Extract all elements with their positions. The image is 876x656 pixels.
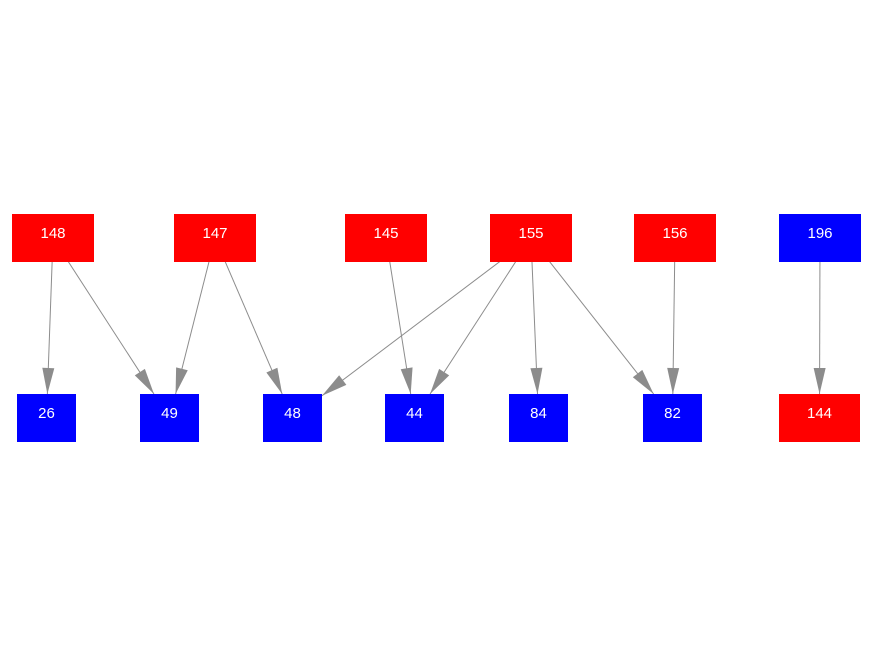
node-label-26: 26 <box>38 405 55 422</box>
node-label-144: 144 <box>807 405 832 422</box>
arrowhead-148-49 <box>134 368 154 394</box>
edge-147-48 <box>214 237 283 395</box>
node-label-196: 196 <box>807 225 832 242</box>
arrowhead-196-144 <box>813 367 826 394</box>
edge-155-48 <box>321 237 532 397</box>
node-label-82: 82 <box>664 405 681 422</box>
node-label-44: 44 <box>406 405 423 422</box>
arrowhead-155-82 <box>632 369 654 394</box>
node-144 <box>779 394 860 442</box>
node-49 <box>140 394 199 442</box>
node-label-156: 156 <box>662 225 687 242</box>
edge-155-44 <box>429 237 532 395</box>
edge-145-44 <box>385 237 412 395</box>
edge-147-49 <box>175 237 216 395</box>
arrowhead-155-48 <box>322 375 347 396</box>
node-label-155: 155 <box>518 225 543 242</box>
arrowhead-147-49 <box>175 367 188 394</box>
node-156 <box>634 214 716 262</box>
node-label-147: 147 <box>202 225 227 242</box>
node-145 <box>345 214 427 262</box>
node-84 <box>509 394 568 442</box>
edge-148-26 <box>46 237 54 395</box>
edge-156-82 <box>672 237 676 395</box>
arrowhead-155-44 <box>430 368 450 394</box>
node-147 <box>174 214 256 262</box>
edge-155-84 <box>530 237 538 395</box>
edge-155-82 <box>530 237 655 395</box>
nodes-layer: 148 147 145 155 156 196 26 49 48 44 84 82 144 <box>12 214 861 442</box>
arrowhead-148-26 <box>42 367 55 394</box>
arrowhead-156-82 <box>667 367 680 394</box>
node-44 <box>385 394 444 442</box>
node-148 <box>12 214 94 262</box>
node-label-145: 145 <box>373 225 398 242</box>
node-label-48: 48 <box>284 405 301 422</box>
node-82 <box>643 394 702 442</box>
edges-layer <box>42 237 826 397</box>
arrowhead-155-84 <box>530 367 543 394</box>
node-26 <box>17 394 76 442</box>
arrowhead-147-48 <box>266 367 283 394</box>
node-label-84: 84 <box>530 405 547 422</box>
edge-148-49 <box>52 237 155 395</box>
node-label-49: 49 <box>161 405 178 422</box>
node-48 <box>263 394 322 442</box>
node-155 <box>490 214 572 262</box>
node-label-148: 148 <box>40 225 65 242</box>
arrowhead-145-44 <box>400 367 413 394</box>
node-196 <box>779 214 861 262</box>
